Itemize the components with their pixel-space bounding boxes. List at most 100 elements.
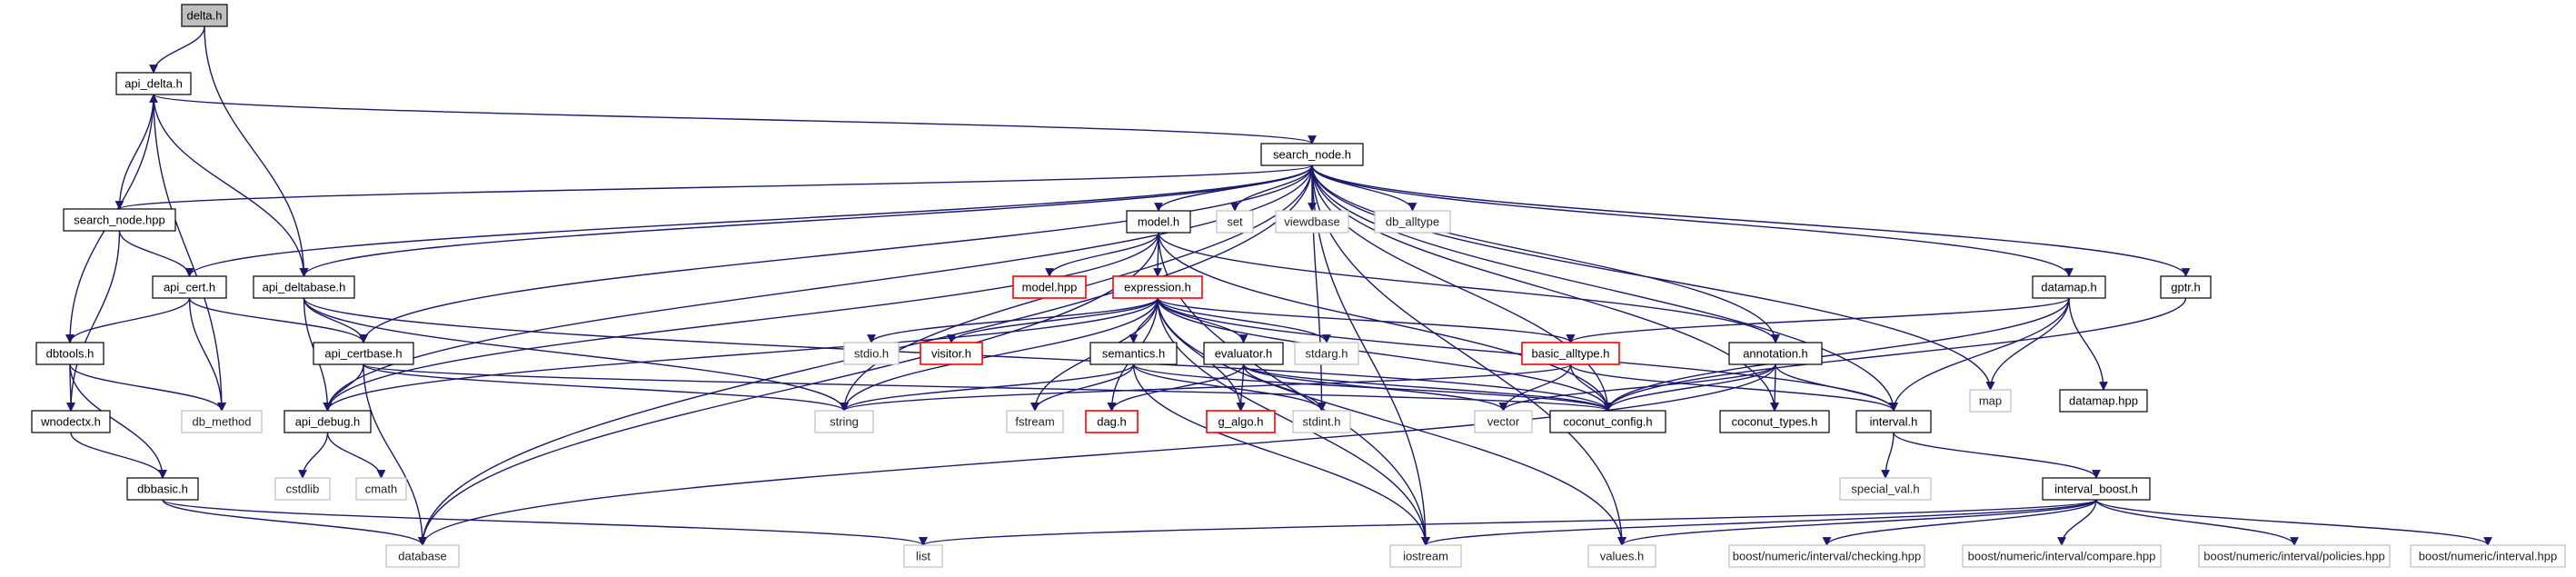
edge-api_delta_h-to-search_node_h [153, 94, 1317, 144]
nodes-layer: delta.h api_delta.h search_node.h search_no… [31, 4, 2566, 568]
node-label: datamap.h [2041, 281, 2096, 294]
edge-expression_h-to-basic_alltype_h [1157, 297, 1576, 343]
node-coconut-config-h[interactable]: coconut_config.h [1549, 410, 1666, 433]
node-fstream: fstream [1006, 410, 1064, 433]
node-db-method: db_method [181, 410, 263, 433]
node-semantics-h[interactable]: semantics.h [1089, 342, 1178, 365]
edge-evaluator_h-to-vector [1242, 363, 1508, 412]
node-label: api_delta.h [124, 77, 183, 91]
edge-api_debug_h-to-cmath [326, 432, 386, 479]
node-label: evaluator.h [1215, 347, 1273, 361]
node-label: search_node.hpp [74, 214, 164, 227]
edge-api_deltabase_h-to-string [303, 297, 849, 412]
node-box [1728, 342, 1823, 365]
edge-expression_h-to-values_h [1157, 297, 1626, 546]
edge-search_node_h-to-search_node_hpp [115, 164, 1313, 210]
edge-dbtools_h-to-dbbasic_h [69, 363, 167, 479]
edge-wnodectx_h-to-dbbasic_h [70, 432, 167, 479]
node-api-cert-h[interactable]: api_cert.h [152, 275, 227, 299]
node-box [1112, 275, 1203, 299]
node-label: iostream [1403, 550, 1448, 563]
edge-interval_h-to-interval_boost_h [1893, 432, 2101, 479]
node-label: coconut_types.h [1732, 415, 1818, 429]
node-annotation-h[interactable]: annotation.h [1728, 342, 1823, 365]
node-api-debug-h[interactable]: api_debug.h [283, 410, 372, 433]
node-datamap-hpp[interactable]: datamap.hpp [2059, 389, 2148, 413]
node-label: basic_alltype.h [1532, 347, 1610, 361]
node-label: annotation.h [1743, 347, 1808, 361]
node-label: dbtools.h [46, 347, 94, 361]
node-label: datamap.hpp [2069, 394, 2138, 408]
node-cmath: cmath [355, 477, 407, 501]
edge-model_h-to-model_hpp [1045, 232, 1159, 277]
node-label: boost/numeric/interval/compare.hpp [1968, 550, 2156, 563]
node-label: interval.h [1870, 415, 1918, 429]
node-dag-h[interactable]: dag.h [1085, 410, 1139, 433]
node-coconut-types-h[interactable]: coconut_types.h [1719, 410, 1830, 433]
node-datamap-h[interactable]: datamap.h [2032, 275, 2106, 299]
edge-search_node_h-to-api_deltabase_h [299, 164, 1313, 277]
node-box [2410, 544, 2566, 568]
node-basic-alltype-h[interactable]: basic_alltype.h [1521, 342, 1620, 365]
node-dbbasic-h[interactable]: dbbasic.h [126, 477, 199, 501]
edge-search_node_h-to-db_alltype [1311, 164, 1417, 212]
edge-interval_boost_h-to-checking_hpp [1822, 499, 2097, 546]
node-box [31, 410, 111, 433]
edge-basic_alltype_h-to-string [840, 363, 1572, 412]
node-box [1374, 210, 1451, 234]
node-box [2160, 275, 2212, 299]
node-label: viewdbase [1284, 215, 1339, 229]
node-box [1085, 410, 1139, 433]
node-box [1587, 544, 1656, 568]
edge-delta_h-to-api_delta_h [149, 25, 205, 74]
edge-semantics_h-to-fstream [1030, 363, 1135, 412]
node-model-h[interactable]: model.h [1126, 210, 1191, 234]
edge-search_node_h-to-set [1230, 164, 1313, 212]
node-interval-boost-h[interactable]: interval_boost.h [2042, 477, 2151, 501]
node-box [1006, 410, 1064, 433]
edge-search_node_h-to-coconut_types_h [1311, 164, 1779, 412]
node-map: map [1969, 389, 2012, 413]
node-stdarg-h: stdarg.h [1294, 342, 1359, 365]
node-search-node-hpp[interactable]: search_node.hpp [63, 208, 176, 232]
node-g-algo-h[interactable]: g_algo.h [1206, 410, 1276, 433]
edge-expression_h-to-api_debug_h [323, 297, 1159, 412]
node-box [920, 342, 983, 365]
node-visitor-h[interactable]: visitor.h [920, 342, 983, 365]
node-label: stdarg.h [1306, 347, 1348, 361]
edge-model_h-to-api_debug_h [323, 232, 1159, 412]
node-api-delta-h[interactable]: api_delta.h [115, 72, 192, 95]
edge-interval_boost_h-to-iostream [1421, 499, 2097, 546]
node-interval-h[interactable]: interval.h [1855, 410, 1932, 433]
node-box [1260, 143, 1364, 166]
node-vector: vector [1474, 410, 1533, 433]
edge-evaluator_h-to-dag_h [1107, 363, 1245, 412]
node-wnodectx-h[interactable]: wnodectx.h [31, 410, 111, 433]
edge-api_cert_h-to-db_method [188, 297, 226, 412]
node-expression-h[interactable]: expression.h [1112, 275, 1203, 299]
node-label: api_deltabase.h [263, 281, 346, 294]
edge-api_certbase_h-to-api_debug_h [323, 363, 364, 412]
node-gptr-h[interactable]: gptr.h [2160, 275, 2212, 299]
node-model-hpp[interactable]: model.hpp [1012, 275, 1087, 299]
node-api-certbase-h[interactable]: api_certbase.h [313, 342, 414, 365]
node-evaluator-h[interactable]: evaluator.h [1203, 342, 1284, 365]
node-search-node-h[interactable]: search_node.h [1260, 143, 1364, 166]
node-box [63, 208, 176, 232]
edge-expression_h-to-coconut_config_h [1157, 297, 1613, 412]
node-label: db_alltype [1386, 215, 1439, 229]
edge-interval_boost_h-to-list [919, 499, 2097, 546]
node-box [181, 4, 228, 27]
node-label: g_algo.h [1218, 415, 1264, 429]
node-api-deltabase-h[interactable]: api_deltabase.h [253, 275, 355, 299]
node-delta-h[interactable]: delta.h [181, 4, 228, 27]
node-box [1012, 275, 1087, 299]
node-dbtools-h[interactable]: dbtools.h [35, 342, 104, 365]
edge-interval_boost_h-to-compare_hpp [2057, 499, 2097, 546]
node-label: map [1979, 394, 2002, 408]
node-label: dbbasic.h [137, 482, 188, 496]
edge-evaluator_h-to-g_algo_h [1236, 363, 1246, 412]
node-box [2042, 477, 2151, 501]
edge-expression_h-to-visitor_h [947, 297, 1159, 343]
node-stdio-h: stdio.h [843, 342, 900, 365]
